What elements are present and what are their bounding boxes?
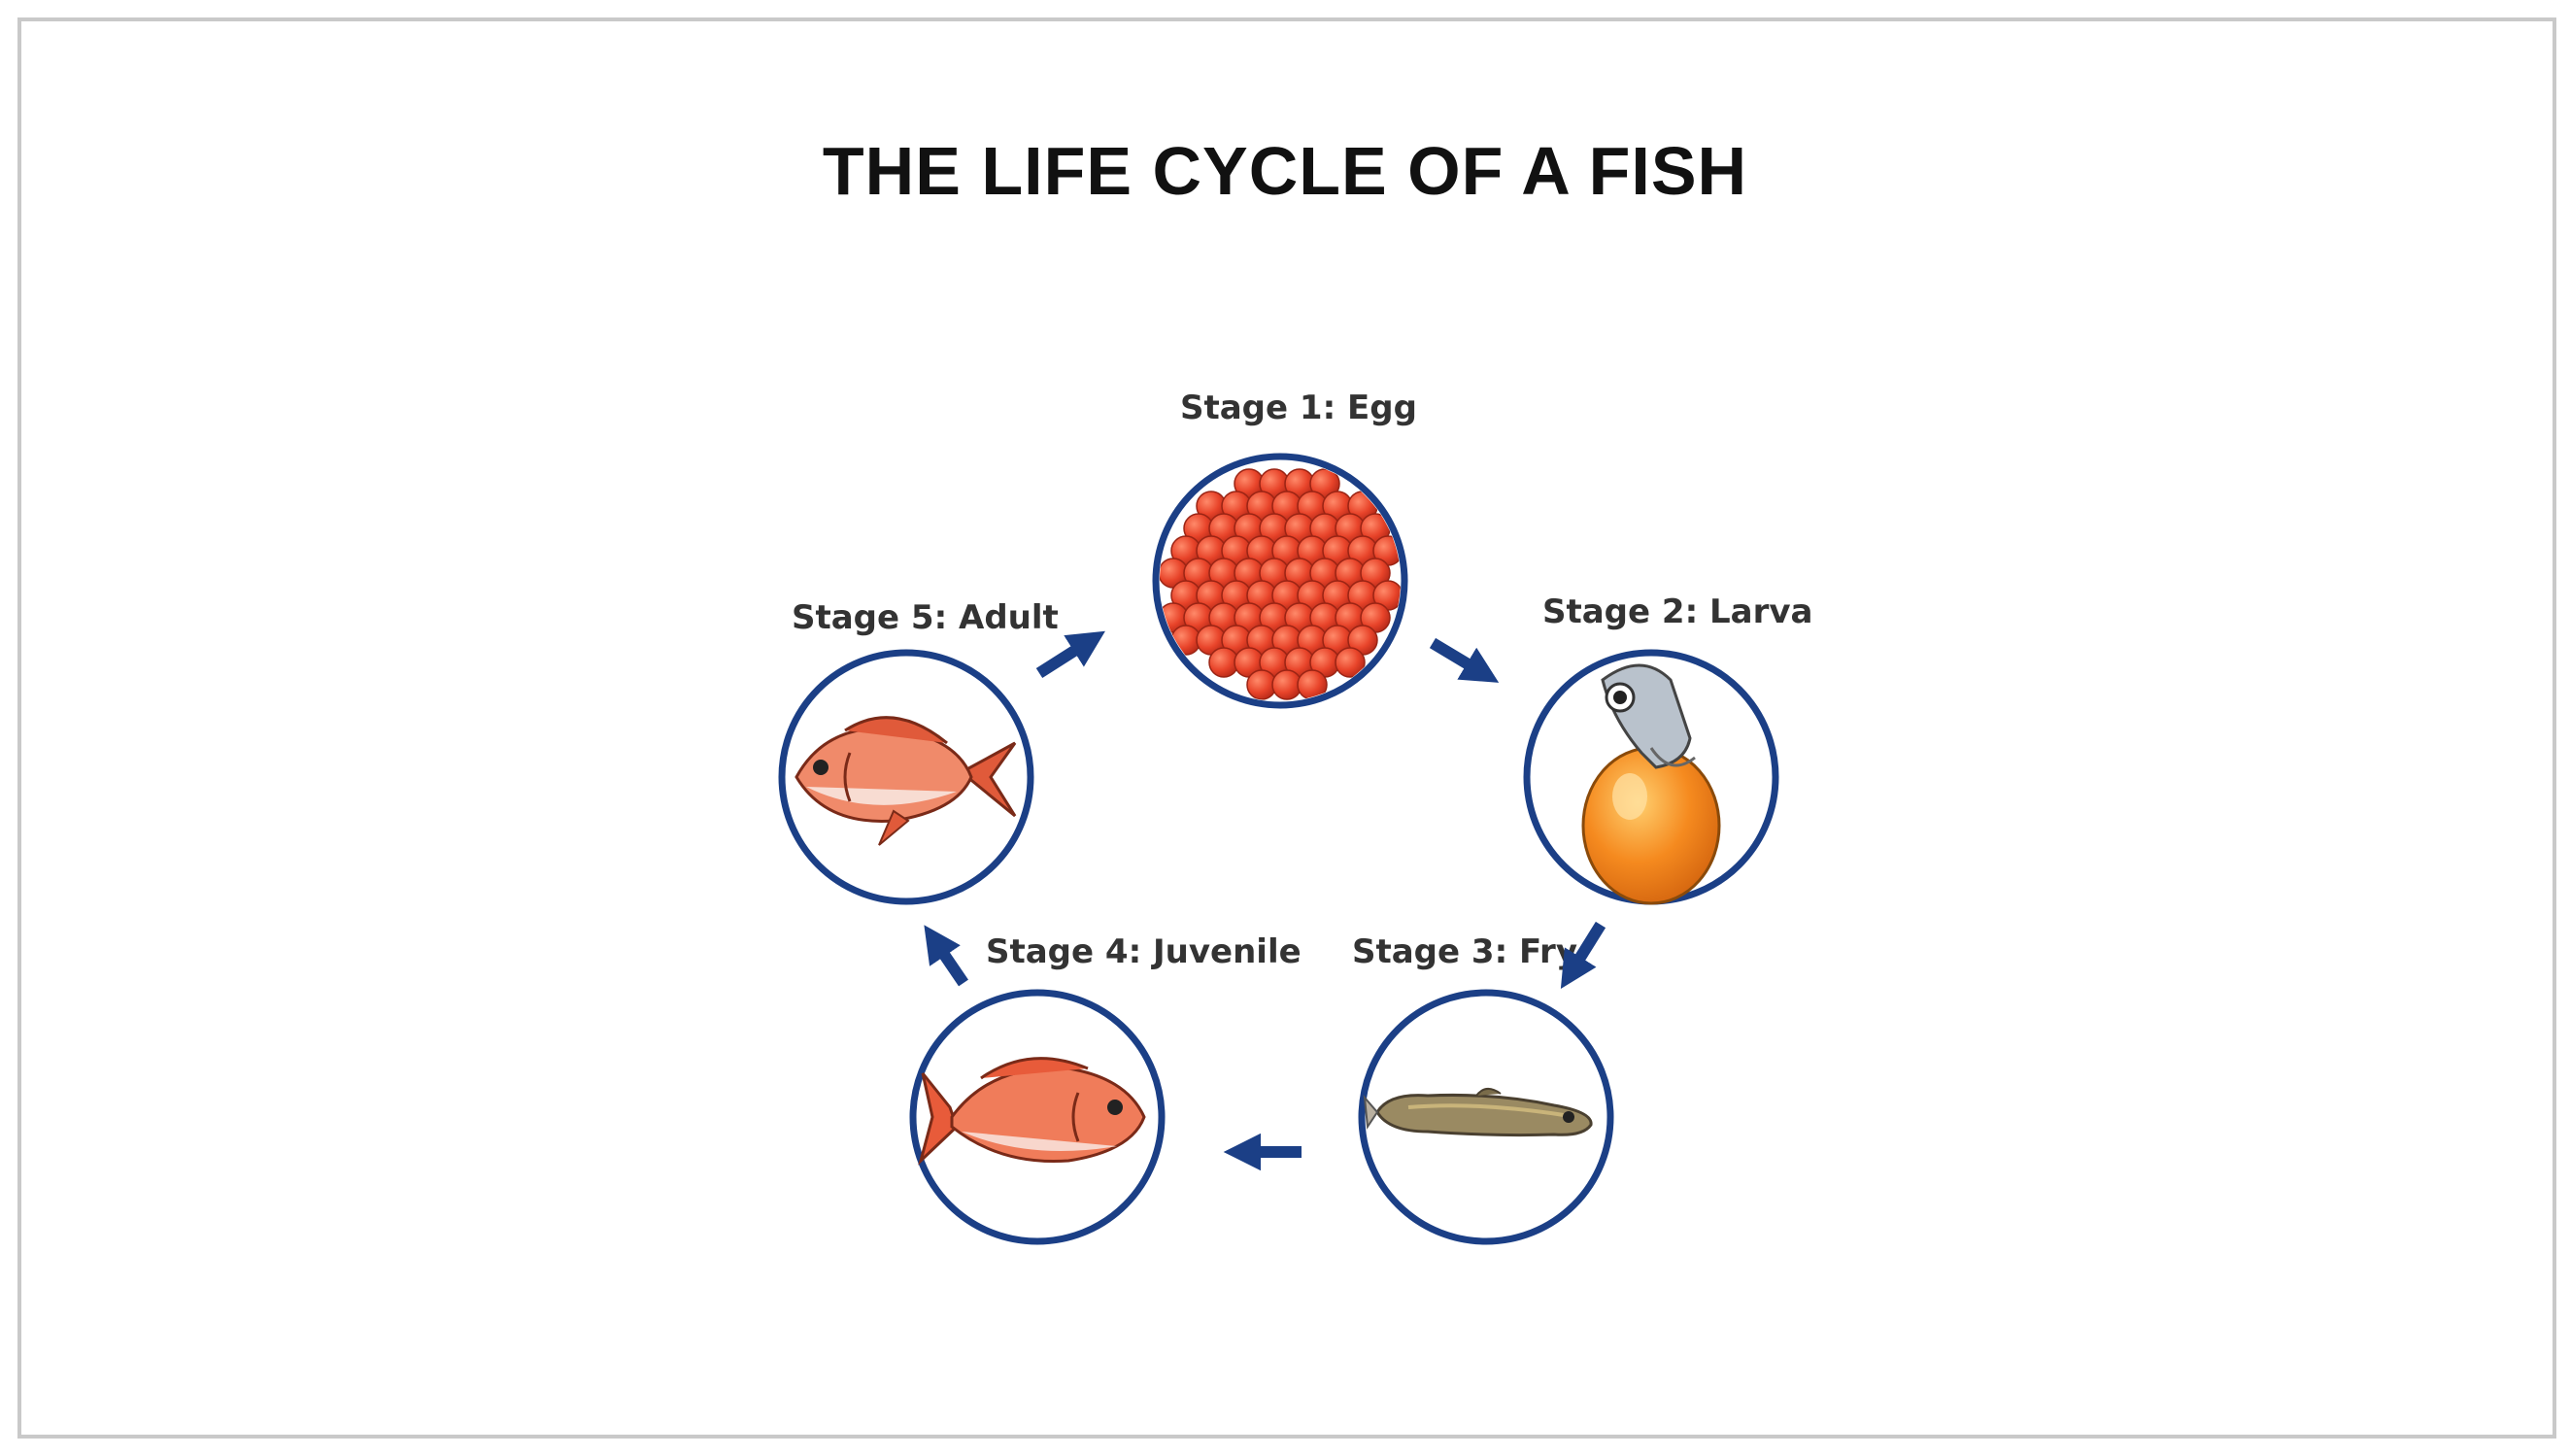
eggs-icon bbox=[1160, 468, 1401, 700]
arrow-egg-to-larva bbox=[1429, 637, 1500, 683]
stage-label-egg: Stage 1: Egg bbox=[1180, 389, 1417, 427]
egg-dot bbox=[1335, 647, 1366, 678]
slide-frame bbox=[17, 17, 2556, 1439]
arrow-adult-to-egg bbox=[1035, 630, 1105, 679]
juvenile-fish-icon bbox=[918, 1057, 1146, 1166]
arrow-juvenile-to-adult bbox=[924, 925, 968, 987]
stage-juvenile bbox=[909, 989, 1166, 1245]
stage-larva bbox=[1523, 649, 1779, 905]
stage-adult bbox=[778, 649, 1034, 905]
stage-label-larva: Stage 2: Larva bbox=[1542, 593, 1813, 631]
arrow-larva-to-fry bbox=[1560, 921, 1606, 990]
stage-egg bbox=[1152, 453, 1408, 709]
adult-fish-icon bbox=[795, 716, 1017, 846]
larva-icon bbox=[1581, 663, 1721, 905]
stage-label-juvenile: Stage 4: Juvenile bbox=[986, 932, 1302, 971]
fry-icon bbox=[1363, 1088, 1593, 1137]
page-title: THE LIFE CYCLE OF A FISH bbox=[822, 133, 1748, 209]
stage-fry bbox=[1358, 989, 1614, 1245]
stage-label-adult: Stage 5: Adult bbox=[792, 598, 1059, 637]
stage-label-fry: Stage 3: Fry bbox=[1352, 932, 1577, 971]
